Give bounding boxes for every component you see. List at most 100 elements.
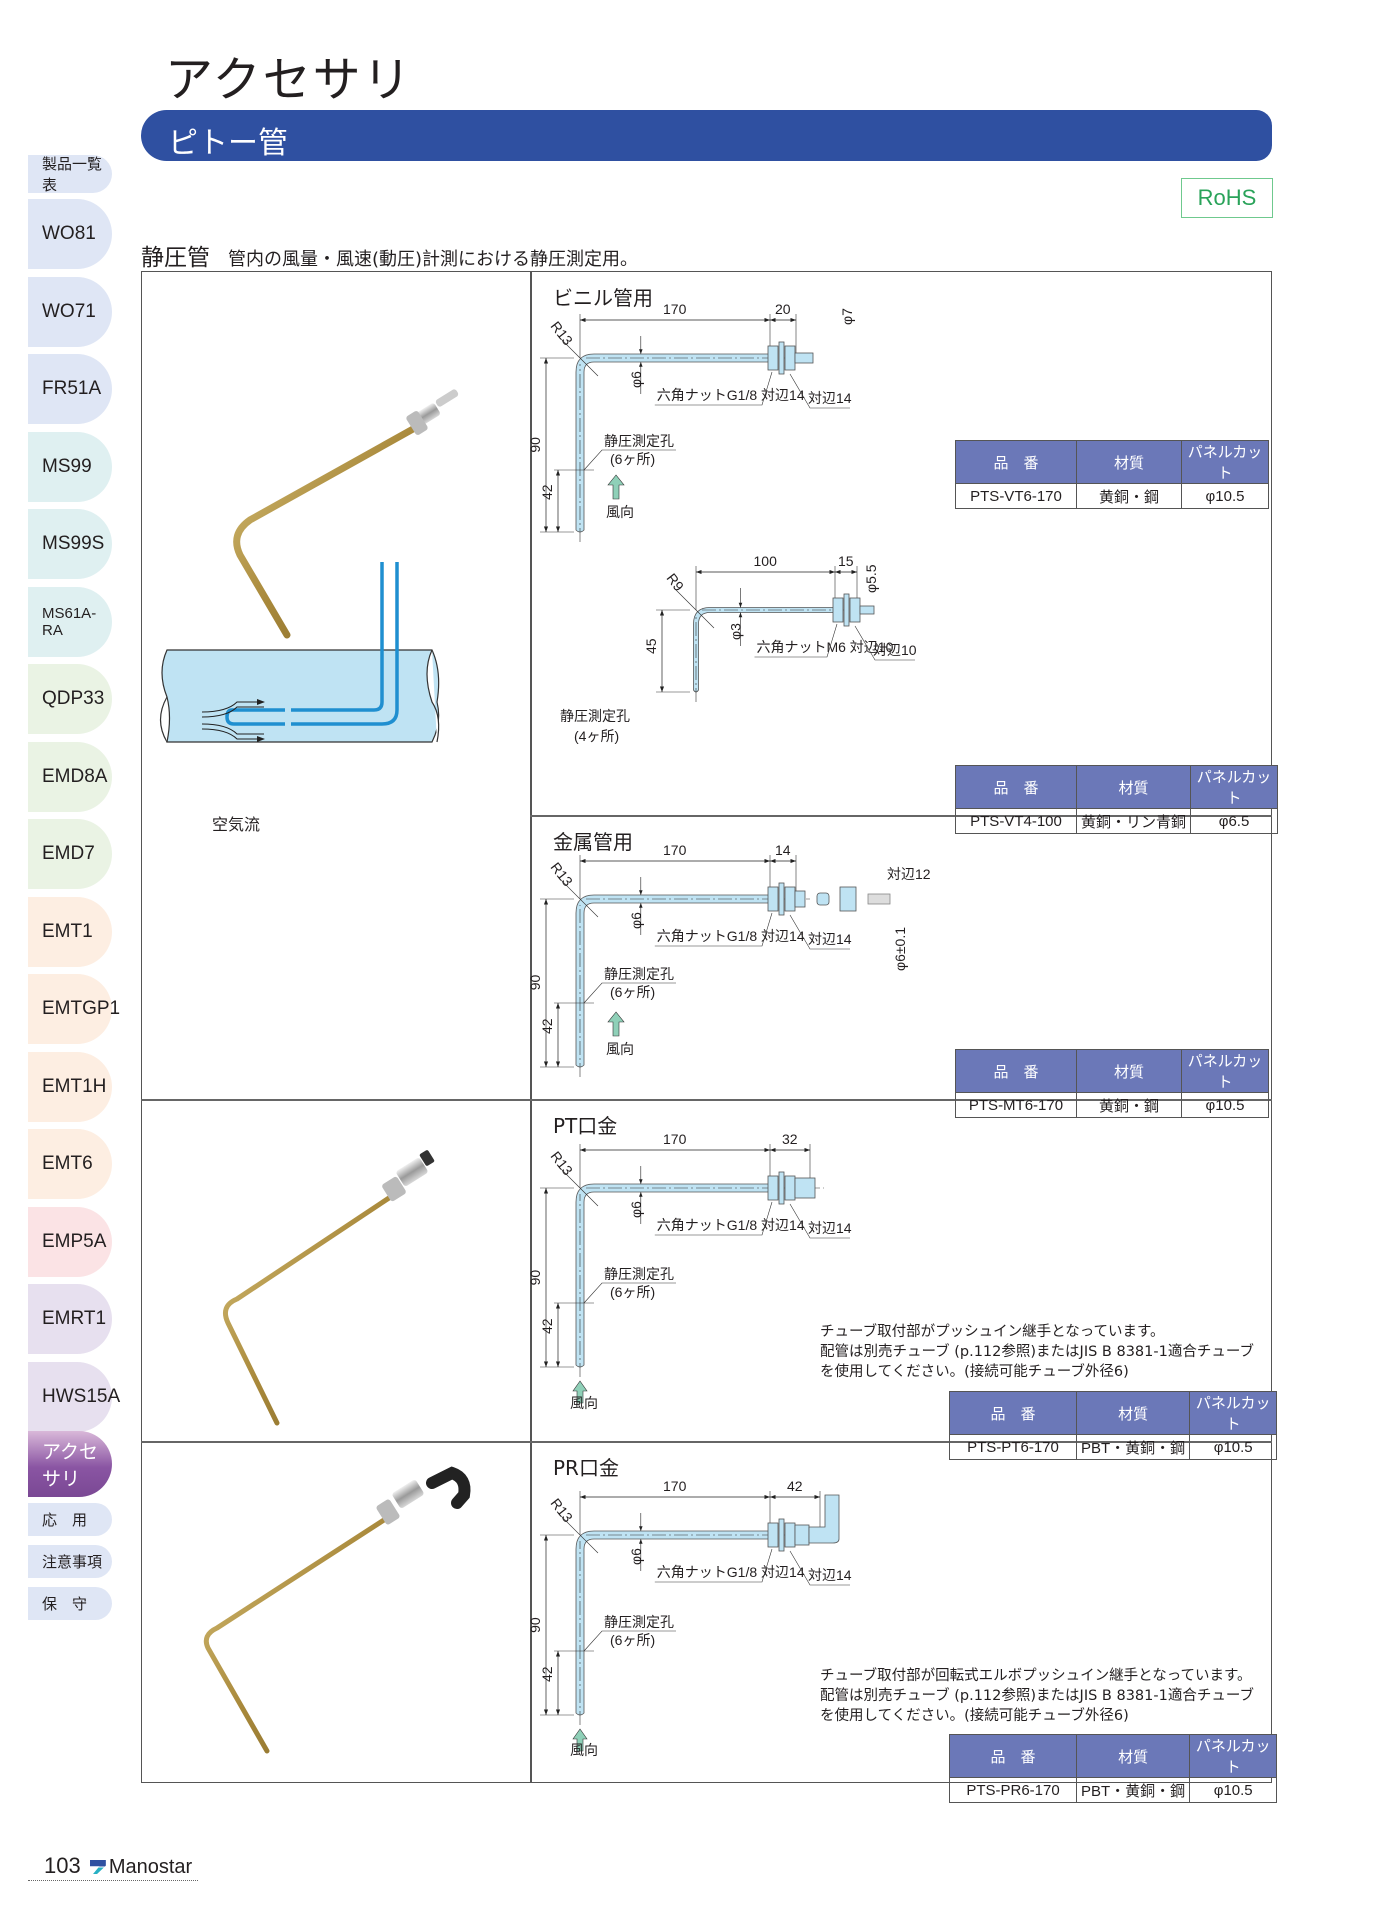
sidebar-item-label: 応 用	[42, 1512, 88, 1529]
wind-label: 風向	[606, 1041, 634, 1057]
sidebar-item[interactable]: MS99	[28, 432, 112, 502]
material: 黄銅・鋼	[1076, 1092, 1182, 1118]
radius-label: R13	[548, 1148, 577, 1178]
note-line: を使用してください。(接続可能チューブ外径6)	[820, 1364, 1129, 1380]
hole-label: 静圧測定孔	[604, 1266, 674, 1282]
hole-height-label: 42	[539, 1018, 555, 1034]
page-number: 103	[44, 1853, 81, 1878]
washer	[778, 882, 785, 916]
radius-label: R13	[548, 1495, 577, 1525]
sidebar-item[interactable]: MS99S	[28, 509, 112, 579]
hole-label: 静圧測定孔	[604, 433, 674, 449]
sidebar-item[interactable]: EMP5A	[28, 1207, 112, 1277]
sidebar-item[interactable]: EMT1H	[28, 1052, 112, 1122]
radius-leader	[557, 335, 599, 377]
tolerance-label: φ6±0.1	[892, 927, 908, 971]
sidebar-item-label: FR51A	[42, 378, 102, 399]
material: 黄銅・リン青銅	[1075, 808, 1192, 834]
hose-barb	[794, 352, 814, 364]
sidebar-item[interactable]: EMD8A	[28, 742, 112, 812]
sidebar-item[interactable]: EMTGP1	[28, 974, 120, 1044]
airflow-diagram	[159, 562, 440, 743]
sidebar-item-label: MS61A-RA	[42, 605, 97, 639]
sidebar-item[interactable]: WO71	[28, 277, 112, 347]
sidebar-item-label: QDP33	[42, 688, 105, 709]
sidebar-item[interactable]: WO81	[28, 199, 112, 269]
part-number: PTS-VT4-100	[955, 808, 1077, 834]
hose-barb	[859, 605, 875, 615]
dimension-label: 100	[754, 553, 778, 569]
header-material: 材質	[1075, 1391, 1191, 1435]
pt-note: チューブ取付部がプッシュイン継手となっています。 配管は別売チューブ (p.11…	[820, 1322, 1254, 1382]
part-number: PTS-VT6-170	[955, 483, 1077, 509]
nut-leader	[654, 912, 773, 947]
vinyl-pitot-photo	[233, 389, 459, 639]
union-nut	[839, 886, 857, 912]
subheading-title: 静圧管	[141, 245, 210, 271]
across-flats-leader	[789, 373, 850, 409]
sidebar-item[interactable]: HWS15A	[28, 1362, 120, 1432]
sidebar-item-label: EMP5A	[42, 1231, 107, 1252]
hex-nut	[767, 1175, 779, 1201]
sidebar-item[interactable]: 製品一覧表	[28, 155, 112, 194]
nut-label: 六角ナットG1/8 対辺14	[657, 1564, 805, 1580]
wind-label: 風向	[570, 1395, 598, 1411]
sidebar-item[interactable]: MS61A-RA	[28, 587, 112, 657]
part-number: PTS-PR6-170	[949, 1777, 1077, 1803]
header-panel-cut: パネルカット	[1181, 440, 1269, 484]
part-number: PTS-PT6-170	[949, 1434, 1077, 1460]
across-flats-leader	[854, 625, 915, 661]
sidebar-item-label: 注意事項	[42, 1554, 103, 1571]
sidebar-item[interactable]: アクセサリ	[28, 1431, 112, 1497]
sidebar-item[interactable]: 注意事項	[28, 1545, 112, 1578]
height-label: 45	[643, 638, 659, 654]
note-line: 配管は別売チューブ (p.112参照)またはJIS B 8381-1適合チューブ	[820, 1344, 1254, 1360]
across-flats-label: 対辺14	[808, 1567, 852, 1583]
sidebar-item[interactable]: EMRT1	[28, 1284, 112, 1354]
header-material: 材質	[1075, 1734, 1191, 1778]
row-divider	[530, 815, 1272, 817]
sidebar-item[interactable]: QDP33	[28, 664, 112, 734]
sidebar-item[interactable]: 保 守	[28, 1587, 112, 1620]
across-flats-label: 対辺12	[887, 866, 931, 882]
sidebar-item[interactable]: EMT1	[28, 897, 112, 967]
hex-nut	[784, 1175, 796, 1201]
diameter-label: φ5.5	[863, 564, 879, 593]
sidebar-item-label: EMD7	[42, 843, 95, 864]
brand-name: Manostar	[108, 1856, 193, 1878]
radius-leader	[557, 876, 599, 918]
nut-label: 六角ナットG1/8 対辺14	[657, 928, 805, 944]
sidebar-item-label: アクセサリ	[42, 1442, 99, 1490]
header-panel-cut: パネルカット	[1189, 1734, 1278, 1778]
header-panel-cut: パネルカット	[1181, 1049, 1269, 1093]
sidebar-item[interactable]: EMD7	[28, 819, 112, 889]
hex-nut	[784, 345, 796, 371]
radius-label: R13	[548, 859, 577, 889]
section-title-vinyl: ビニル管用	[553, 286, 653, 310]
radius-leader	[673, 587, 715, 629]
sidebar-item[interactable]: FR51A	[28, 354, 112, 424]
material: PBT・黄銅・鋼	[1075, 1777, 1191, 1803]
sidebar-item[interactable]: EMT6	[28, 1129, 112, 1199]
note-line: チューブ取付部が回転式エルボプッシュイン継手となっています。	[820, 1668, 1252, 1684]
sidebar-item-label: 保 守	[42, 1596, 88, 1613]
dimension-label: 170	[663, 301, 687, 317]
sidebar-item[interactable]: 応 用	[28, 1503, 112, 1536]
section-title-metal: 金属管用	[553, 830, 633, 854]
across-flats-label: 対辺14	[808, 931, 852, 947]
radius-label: R13	[548, 318, 577, 348]
sidebar-item-label: MS99	[42, 456, 92, 477]
metal-pipe	[867, 893, 891, 905]
hex-nut	[767, 1522, 779, 1548]
dimension-label: 170	[663, 842, 687, 858]
nut-leader	[654, 1548, 773, 1583]
hole-label: 静圧測定孔	[604, 966, 674, 982]
section-header-bar: ピトー管	[141, 110, 1272, 161]
header-panel-cut: パネルカット	[1190, 765, 1279, 809]
product-frame	[141, 271, 1272, 1783]
hole-leader	[583, 449, 676, 471]
part-number: PTS-MT6-170	[955, 1092, 1077, 1118]
